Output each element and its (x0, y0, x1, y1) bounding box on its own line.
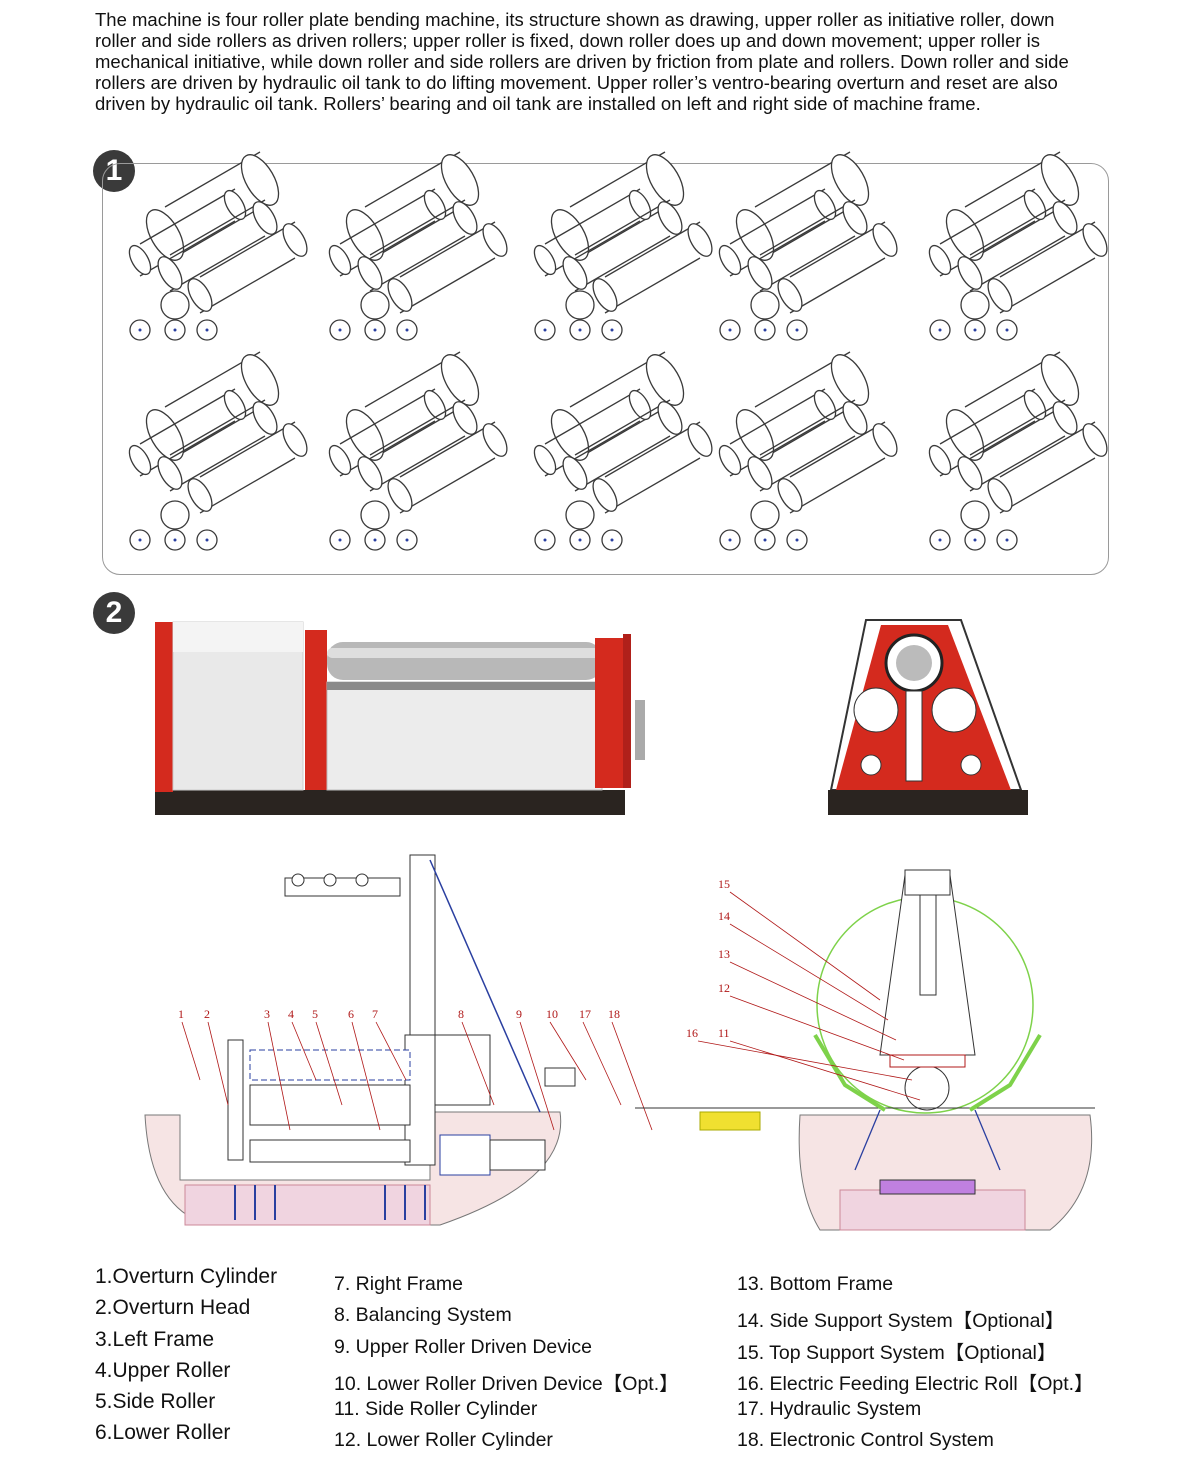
callout-number: 10 (546, 1007, 558, 1021)
rolling-process-panel (102, 163, 1109, 575)
callout-number: 14 (718, 909, 730, 923)
parts-legend: 1.Overturn Cylinder 2.Overturn Head 3.Le… (0, 1265, 1200, 1465)
callout-number: 2 (204, 1007, 210, 1021)
rolling-step-3 (533, 151, 713, 341)
callout-number: 7 (372, 1007, 378, 1021)
rolling-step-10 (928, 351, 1108, 551)
callout-number: 1 (178, 1007, 184, 1021)
machine-side-view (828, 619, 1028, 815)
technical-drawing-side: 15 14 13 12 16 11 (635, 869, 1095, 1231)
legend-item: 1.Overturn Cylinder (95, 1265, 278, 1288)
machine-front-view (155, 621, 645, 815)
legend-item: 7. Right Frame (334, 1273, 463, 1295)
legend-item: 17. Hydraulic System (737, 1398, 922, 1421)
callout-number: 13 (718, 947, 730, 961)
callout-number: 3 (264, 1007, 270, 1021)
legend-item: 14. Side Support System【Optional】 (737, 1310, 1065, 1333)
callout-number: 6 (348, 1007, 354, 1021)
rolling-step-8 (533, 351, 713, 551)
rolling-step-9 (718, 351, 898, 551)
rolling-steps-diagram (128, 151, 1108, 551)
legend-item: 5.Side Roller (95, 1390, 216, 1414)
callout-number: 15 (718, 877, 730, 891)
callout-number: 8 (458, 1007, 464, 1021)
legend-item: 10. Lower Roller Driven Device【Opt.】 (334, 1372, 679, 1395)
callout-number: 11 (718, 1026, 730, 1040)
legend-column-1: 1.Overturn Cylinder 2.Overturn Head 3.Le… (95, 1265, 277, 1453)
callout-number: 16 (686, 1026, 698, 1040)
legend-item: 13. Bottom Frame (737, 1273, 894, 1295)
callout-number: 4 (288, 1007, 294, 1021)
intro-paragraph: The machine is four roller plate bending… (95, 9, 1069, 114)
legend-item: 8. Balancing System (334, 1304, 512, 1327)
legend-item: 12. Lower Roller Cylinder (334, 1429, 553, 1452)
rolling-step-1 (128, 151, 308, 341)
legend-item: 9. Upper Roller Driven Device (334, 1335, 592, 1358)
legend-item: 18. Electronic Control System (737, 1429, 994, 1452)
legend-item: 6.Lower Roller (95, 1421, 231, 1445)
callout-number: 9 (516, 1007, 522, 1021)
rolling-step-5 (928, 151, 1108, 341)
legend-item: 2.Overturn Head (95, 1296, 251, 1320)
rolling-step-6 (128, 351, 308, 551)
rolling-step-4 (718, 151, 898, 341)
legend-item: 15. Top Support System【Optional】 (737, 1341, 1057, 1364)
legend-item: 16. Electric Feeding Electric Roll【Opt.】 (737, 1372, 1094, 1395)
step-badge-2: 2 (93, 592, 135, 634)
rolling-step-7 (328, 351, 508, 551)
technical-drawing-front: 1 2 3 4 5 6 7 8 9 10 17 18 (144, 854, 653, 1226)
rolling-step-2 (328, 151, 508, 341)
callout-number: 17 (579, 1007, 591, 1021)
callout-number: 12 (718, 981, 730, 995)
callout-number: 18 (608, 1007, 620, 1021)
callout-number: 5 (312, 1007, 318, 1021)
legend-column-3: 13. Bottom Frame 14. Side Support System… (737, 1273, 1094, 1461)
legend-item: 11. Side Roller Cylinder (334, 1398, 538, 1421)
legend-item: 4.Upper Roller (95, 1358, 231, 1382)
legend-column-2: 7. Right Frame 8. Balancing System 9. Up… (334, 1273, 679, 1461)
legend-item: 3.Left Frame (95, 1327, 215, 1351)
